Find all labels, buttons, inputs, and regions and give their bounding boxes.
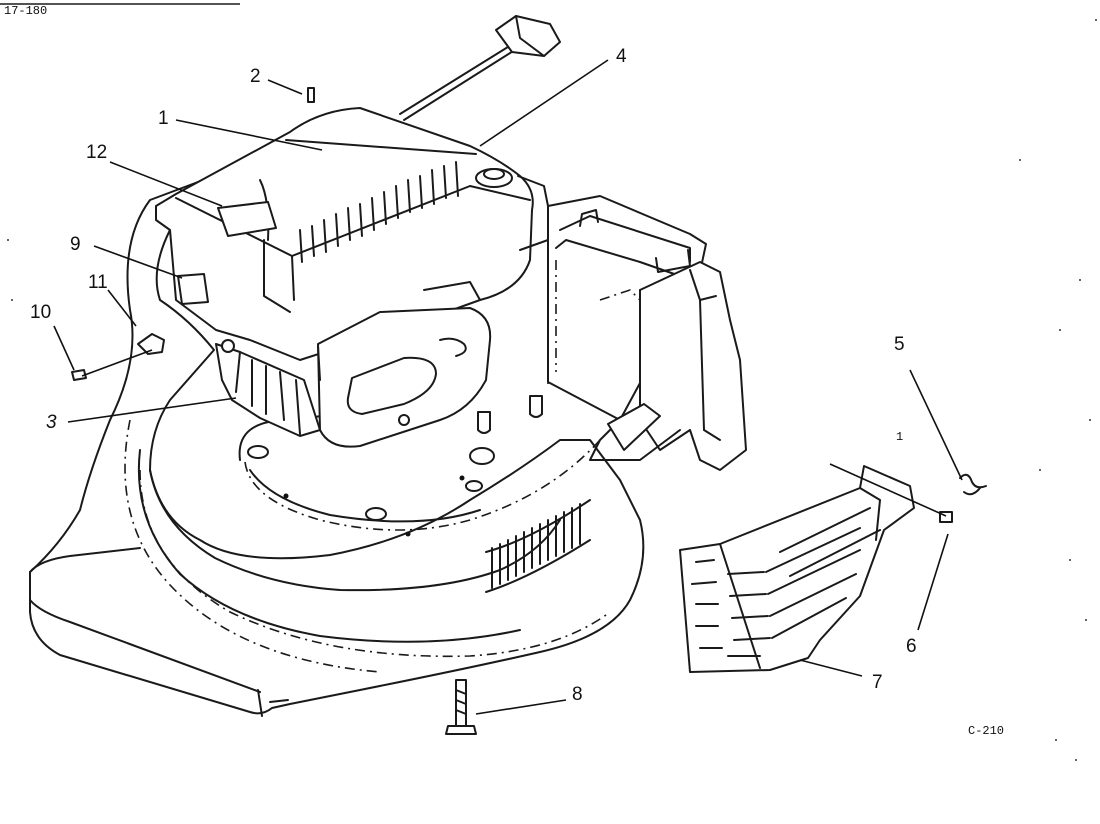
callout-2: 2: [250, 66, 261, 87]
decal-12: [217, 201, 277, 237]
part-7-rear-guard: [679, 465, 915, 673]
callout-12: 12: [86, 142, 107, 163]
callout-8: 8: [572, 684, 583, 705]
guard-slots: [691, 507, 881, 657]
part-10-screw: [71, 369, 87, 381]
callout-10: 10: [30, 302, 51, 323]
mower-deck: [29, 169, 645, 717]
sheet-reference: 17-180: [4, 4, 47, 18]
cable-knob: [495, 15, 561, 57]
engine-assembly: [155, 107, 549, 448]
callout-6: 6: [906, 636, 917, 657]
leader-lines: [53, 59, 963, 715]
deck-vent-slots: [485, 499, 591, 593]
figure-code: C-210: [968, 724, 1004, 738]
callout-3: 3: [46, 412, 57, 433]
part-5-clip: [959, 473, 987, 496]
part-8-bolt: [445, 679, 477, 735]
stray-mark: 1: [896, 430, 903, 444]
callout-11: 11: [88, 272, 108, 293]
callout-9: 9: [70, 234, 81, 255]
callout-7: 7: [872, 672, 883, 693]
callout-labels: 1 2 3 4 5 6 7 8 9 10 11 12: [30, 46, 917, 705]
blower-vent-slots: [299, 161, 459, 263]
part-2-screw: [307, 87, 315, 103]
rear-housing: [547, 195, 747, 471]
callout-4: 4: [616, 46, 627, 67]
callout-1: 1: [158, 108, 169, 129]
callout-5: 5: [894, 334, 905, 355]
scan-noise: [7, 19, 1097, 761]
decal-9: [177, 273, 209, 305]
throttle-cable: [399, 15, 561, 121]
